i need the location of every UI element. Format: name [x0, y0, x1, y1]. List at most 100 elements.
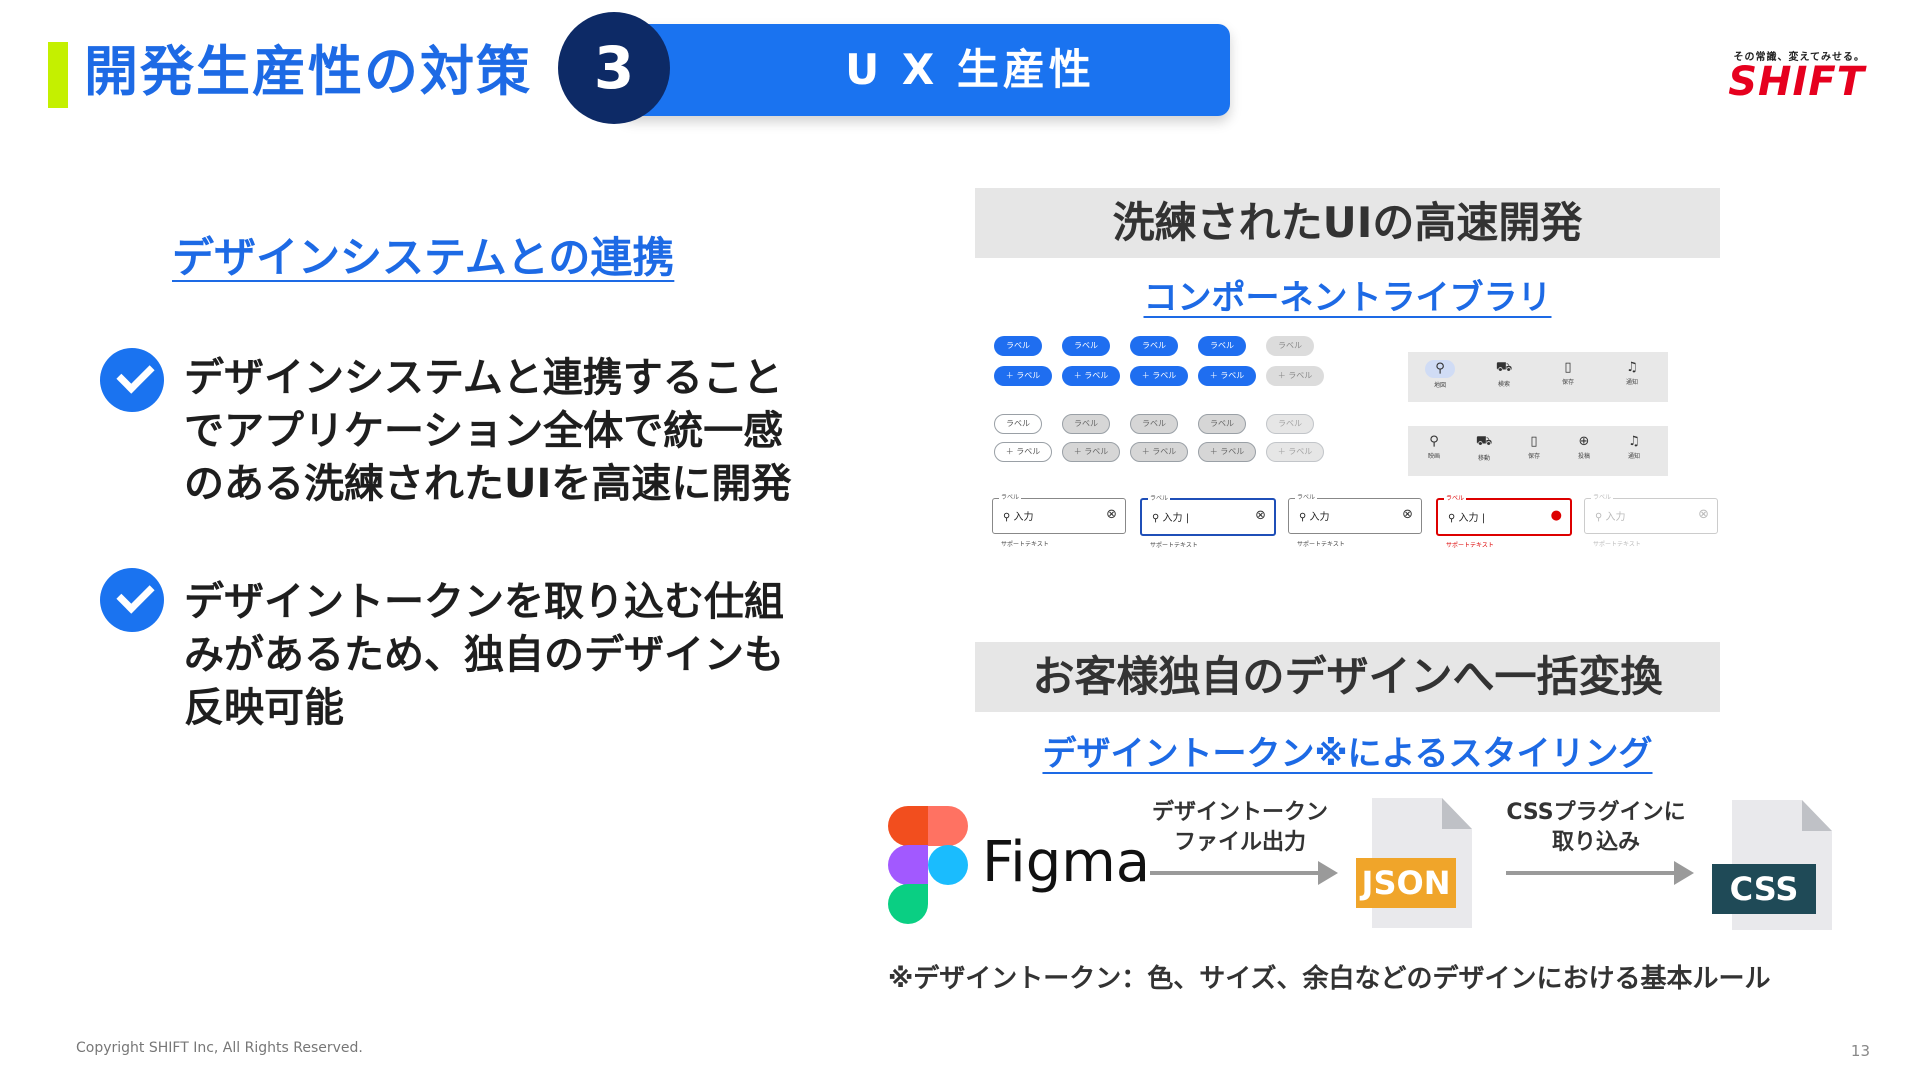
caption-line: CSSプラグインに	[1506, 800, 1686, 825]
chip-add: ＋ ラベル	[1062, 442, 1120, 462]
nav-item: ⚲映画	[1412, 434, 1456, 460]
nav-item: ♫通知	[1612, 434, 1656, 460]
bullet-line: デザイントークンを取り込む仕組	[184, 579, 784, 625]
clear-icon: ⊗	[1402, 507, 1413, 522]
chip: ラベル	[1266, 336, 1314, 356]
chip: ラベル	[1130, 336, 1178, 356]
chip-add: ＋ ラベル	[1266, 366, 1324, 386]
nav-item: ⊕投稿	[1562, 434, 1606, 460]
page-title: 開発生産性の対策	[84, 40, 532, 103]
nav-item: ♫通知	[1610, 360, 1654, 386]
design-token-link: デザイントークン※によるスタイリング	[1042, 734, 1653, 774]
caption-line: デザイントークン	[1151, 800, 1328, 825]
figma-wordmark: Figma	[982, 830, 1151, 895]
text-field-sample-focused: ラベル ⚲ 入力 | ⊗ サポートテキスト	[1140, 493, 1276, 549]
shift-logo: SHIFT	[1728, 59, 1865, 105]
figma-logo-part	[888, 806, 928, 846]
text-field-sample: ラベル ⚲ 入力 ⊗ サポートテキスト	[992, 492, 1126, 548]
chip-add: ＋ ラベル	[1198, 442, 1256, 462]
error-icon: ●	[1550, 508, 1562, 523]
chip-add: ＋ ラベル	[1130, 366, 1188, 386]
chip-add: ＋ ラベル	[1130, 442, 1188, 462]
map-pin-icon: ⚲	[1425, 360, 1455, 378]
panel1-title: 洗練されたUIの高速開発	[1112, 198, 1583, 247]
panel2-title: お客様独自のデザインへ一括変換	[1032, 652, 1663, 701]
bullet-line: 反映可能	[184, 685, 344, 731]
search-icon: ⚲	[1299, 512, 1307, 523]
nav-item: ⛟移動	[1462, 434, 1506, 462]
nav-item: ⚲地図	[1418, 360, 1462, 389]
search-icon: ⚲	[1003, 512, 1011, 523]
figma-logo-icon	[888, 806, 968, 924]
flow-arrow-line	[1506, 871, 1678, 875]
design-token-footnote: ※デザイントークン：色、サイズ、余白などのデザインにおける基本ルール	[888, 964, 1771, 994]
chip: ラベル	[1266, 414, 1314, 434]
chip: ラベル	[994, 336, 1042, 356]
component-library-link: コンポーネントライブラリ	[1143, 278, 1552, 318]
title-accent-bar	[48, 42, 68, 108]
logo-tagline: その常識、変えてみせる。	[1733, 52, 1865, 63]
file-corner-fold	[1802, 800, 1832, 831]
section-label: U X 生産性	[845, 45, 1095, 94]
caption-line: 取り込み	[1551, 830, 1640, 855]
truck-icon: ⛟	[1495, 360, 1513, 375]
text-field-sample-disabled: ラベル ⚲ 入力 ⊗ サポートテキスト	[1584, 492, 1718, 548]
chip: ラベル	[1198, 414, 1246, 434]
text-field-sample-error: ラベル ⚲ 入力 | ● サポートテキスト	[1436, 493, 1572, 549]
panel1-title-band	[975, 188, 1720, 258]
caption-line: ファイル出力	[1173, 830, 1306, 855]
truck-icon: ⛟	[1475, 434, 1493, 449]
search-icon: ⚲	[1152, 513, 1160, 524]
navigation-bar-sample: ⚲映画 ⛟移動 ▯保存 ⊕投稿 ♫通知	[1408, 426, 1668, 476]
bullet-text-1: デザインシステムと連携すること でアプリケーション全体で統一感 のある洗練された…	[184, 352, 884, 511]
bookmark-icon: ▯	[1564, 360, 1572, 375]
section-number-badge: 3	[558, 12, 670, 124]
nav-item: ▯保存	[1546, 360, 1590, 386]
chip: ラベル	[994, 414, 1042, 434]
nav-item: ⛟検索	[1482, 360, 1526, 388]
nav-item: ▯保存	[1512, 434, 1556, 460]
chip: ラベル	[1062, 414, 1110, 434]
chip: ラベル	[1130, 414, 1178, 434]
chip-add: ＋ ラベル	[994, 366, 1052, 386]
section-pill	[620, 24, 1230, 116]
bullet-line: のある洗練されたUIを高速に開発	[184, 461, 792, 507]
component-library-preview: ラベル ラベル ラベル ラベル ラベル ＋ ラベル ＋ ラベル ＋ ラベル ＋ …	[992, 336, 1718, 566]
chip-add: ＋ ラベル	[994, 442, 1052, 462]
chip-add: ＋ ラベル	[1266, 442, 1324, 462]
chip: ラベル	[1198, 336, 1246, 356]
figma-logo-part	[888, 884, 928, 924]
bullet-line: みがあるため、独自のデザインも	[184, 632, 784, 678]
file-corner-fold	[1442, 798, 1472, 829]
map-pin-icon: ⚲	[1429, 434, 1439, 449]
bullet-line: でアプリケーション全体で統一感	[184, 408, 784, 454]
clear-icon: ⊗	[1106, 507, 1117, 522]
clear-icon: ⊗	[1698, 507, 1709, 522]
text-field-sample: ラベル ⚲ 入力 ⊗ サポートテキスト	[1288, 492, 1422, 548]
figma-logo-part	[928, 806, 968, 846]
css-file-label: CSS	[1712, 864, 1816, 914]
flow-step1-caption: デザイントークン ファイル出力	[1140, 798, 1340, 858]
bullet-line: デザインシステムと連携すること	[184, 355, 783, 401]
copyright-text: Copyright SHIFT Inc, All Rights Reserved…	[76, 1040, 363, 1056]
chip-add: ＋ ラベル	[1062, 366, 1120, 386]
page-number: 13	[1850, 1042, 1870, 1060]
clear-icon: ⊗	[1255, 508, 1266, 523]
figma-logo-part	[928, 845, 968, 885]
checkmark-icon	[100, 348, 164, 412]
flow-arrow-line	[1150, 871, 1322, 875]
left-heading: デザインシステムとの連携	[172, 233, 675, 282]
search-icon: ⚲	[1595, 512, 1603, 523]
json-file-label: JSON	[1356, 858, 1456, 908]
add-circle-icon: ⊕	[1578, 434, 1590, 449]
bullet-text-2: デザイントークンを取り込む仕組 みがあるため、独自のデザインも 反映可能	[184, 576, 884, 735]
bell-icon: ♫	[1626, 360, 1638, 375]
chip: ラベル	[1062, 336, 1110, 356]
search-icon: ⚲	[1448, 513, 1456, 524]
flow-step2-caption: CSSプラグインに 取り込み	[1496, 798, 1696, 858]
panel2-title-band	[975, 642, 1720, 712]
chip-add: ＋ ラベル	[1198, 366, 1256, 386]
bell-icon: ♫	[1628, 434, 1640, 449]
checkmark-icon	[100, 568, 164, 632]
navigation-bar-sample: ⚲地図 ⛟検索 ▯保存 ♫通知	[1408, 352, 1668, 402]
